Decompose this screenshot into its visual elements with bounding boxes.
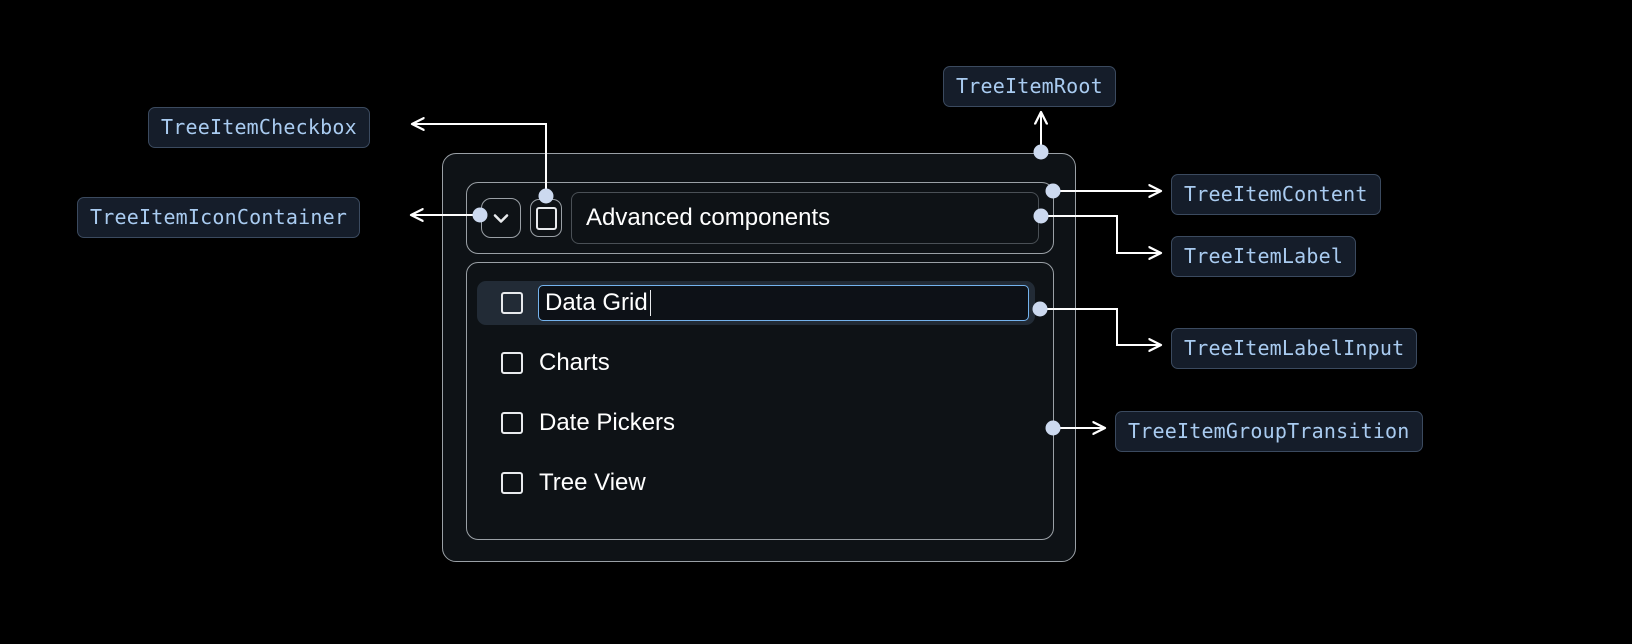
tree-item-root[interactable]: Advanced components Data Grid Charts Dat… <box>442 153 1076 562</box>
tree-item-label-date-pickers: Date Pickers <box>539 409 676 436</box>
tree-item-checkbox-charts[interactable] <box>501 352 523 374</box>
checkbox-box-icon <box>535 206 557 230</box>
tree-item-row-charts[interactable]: Charts <box>467 341 1053 385</box>
tree-item-icon-container[interactable] <box>481 198 521 238</box>
tree-item-label-charts: Charts <box>539 349 610 376</box>
tree-item-label-tree-view: Tree View <box>539 469 646 496</box>
tree-item-row-tree-view[interactable]: Tree View <box>467 461 1053 505</box>
chevron-down-icon <box>488 205 514 231</box>
tree-item-row-data-grid[interactable]: Data Grid <box>477 281 1035 325</box>
tree-item-label-input[interactable]: Data Grid <box>538 285 1029 321</box>
tree-item-content[interactable]: Advanced components <box>466 182 1054 254</box>
text-caret <box>649 290 652 316</box>
tree-item-label-input-value: Data Grid <box>545 289 648 316</box>
annotation-chip-tree-item-root: TreeItemRoot <box>943 66 1116 107</box>
tree-item-label-text: Advanced components <box>586 204 831 231</box>
tree-item-row-date-pickers[interactable]: Date Pickers <box>467 401 1053 445</box>
tree-item-checkbox-tree-view[interactable] <box>501 472 523 494</box>
tree-item-checkbox[interactable] <box>530 199 562 237</box>
annotation-chip-tree-item-content: TreeItemContent <box>1171 174 1381 215</box>
tree-item-group-transition: Data Grid Charts Date Pickers Tree View <box>466 262 1054 540</box>
tree-item-checkbox-date-pickers[interactable] <box>501 412 523 434</box>
tree-item-checkbox-data-grid[interactable] <box>501 292 523 314</box>
annotation-chip-tree-item-group-transition: TreeItemGroupTransition <box>1115 411 1423 452</box>
annotation-chip-tree-item-label: TreeItemLabel <box>1171 236 1357 277</box>
tree-item-label[interactable]: Advanced components <box>571 192 1039 244</box>
annotation-chip-tree-item-icon-container: TreeItemIconContainer <box>77 197 361 238</box>
annotation-chip-tree-item-checkbox: TreeItemCheckbox <box>148 107 370 148</box>
annotation-chip-tree-item-label-input: TreeItemLabelInput <box>1171 328 1418 369</box>
